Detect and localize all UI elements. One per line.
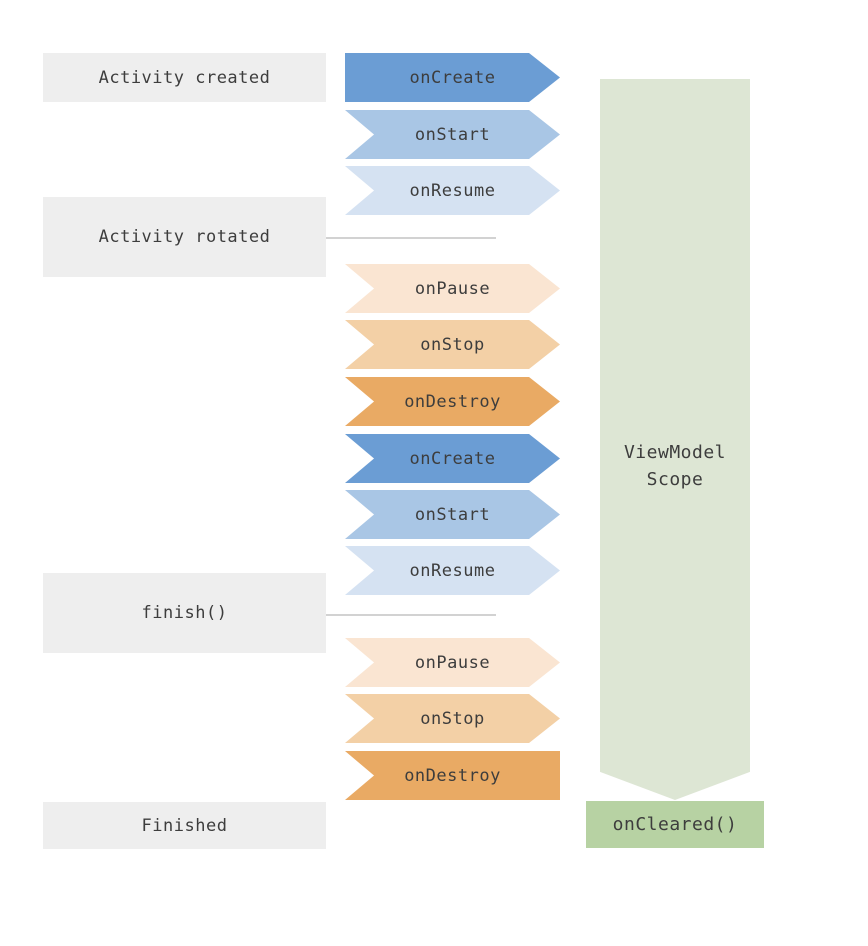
lifecycle-arrow-oncreate-7: onCreate [345, 434, 560, 483]
viewmodel-scope-label-line1: ViewModel [623, 442, 727, 463]
divider-line-1 [326, 237, 496, 239]
viewmodel-scope-arrow: ViewModel Scope [600, 79, 750, 800]
viewmodel-scope-label: ViewModel Scope [600, 439, 750, 493]
oncleared-box: onCleared() [586, 801, 764, 848]
divider-line-2 [326, 614, 496, 616]
lifecycle-arrow-onpause-10: onPause [345, 638, 560, 687]
lifecycle-arrow-ondestroy-6: onDestroy [345, 377, 560, 426]
lifecycle-arrow-ondestroy-12: onDestroy [345, 751, 560, 800]
lifecycle-arrow-onpause-4: onPause [345, 264, 560, 313]
state-label-activity-rotated: Activity rotated [43, 197, 326, 277]
lifecycle-arrow-onresume-3: onResume [345, 166, 560, 215]
lifecycle-arrow-onresume-9: onResume [345, 546, 560, 595]
lifecycle-arrow-onstop-11: onStop [345, 694, 560, 743]
state-label-finished: Finished [43, 802, 326, 849]
lifecycle-arrow-oncreate-1: onCreate [345, 53, 560, 102]
viewmodel-scope-label-line2: Scope [646, 469, 704, 490]
lifecycle-arrow-onstart-2: onStart [345, 110, 560, 159]
state-label-activity-created: Activity created [43, 53, 326, 102]
lifecycle-arrow-onstop-5: onStop [345, 320, 560, 369]
lifecycle-arrow-onstart-8: onStart [345, 490, 560, 539]
state-label-finish: finish() [43, 573, 326, 653]
